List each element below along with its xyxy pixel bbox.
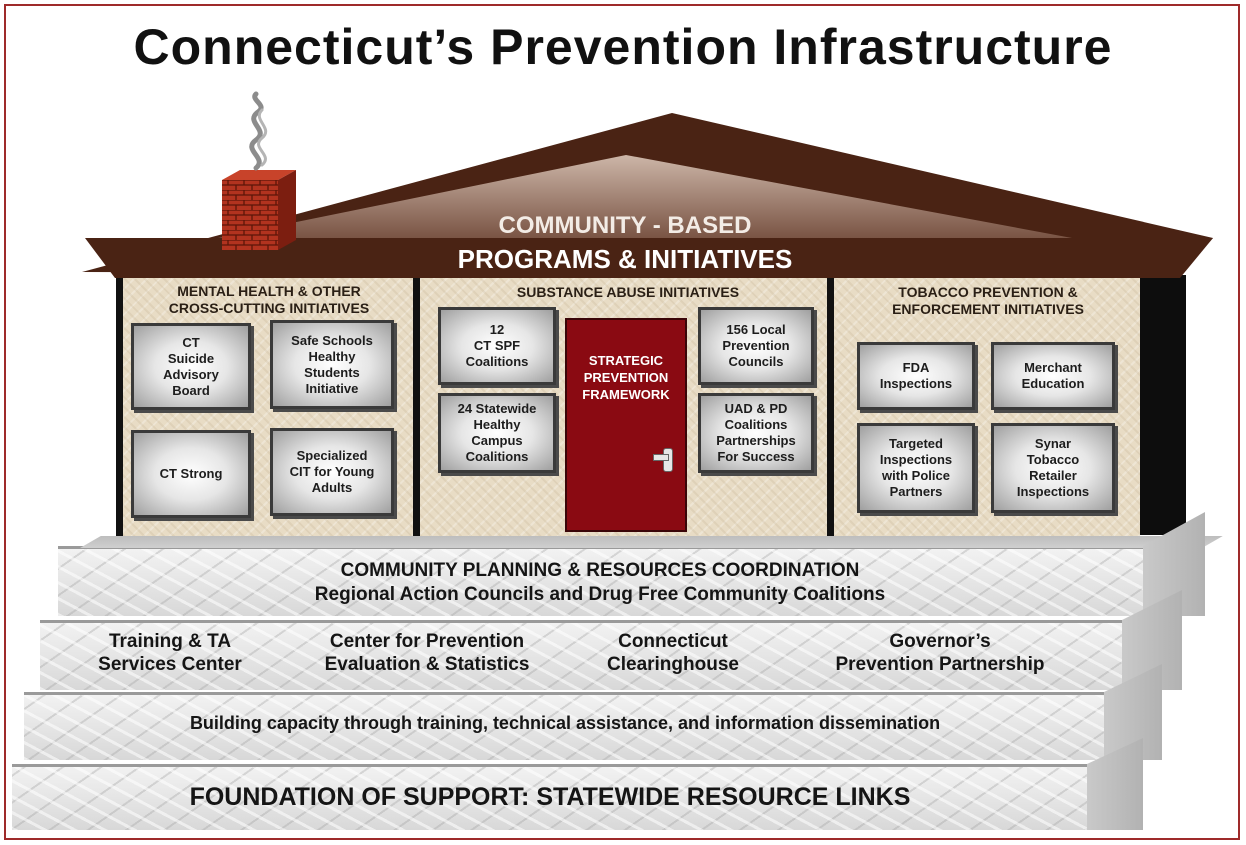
heading-substance-abuse: SUBSTANCE ABUSE INITIATIVES [516,284,740,300]
heading-mental-health: MENTAL HEALTH & OTHER CROSS-CUTTING INIT… [168,283,370,316]
house-side-shadow [1140,275,1186,535]
tile-ct-strong: CT Strong [131,430,251,518]
planning-heading: COMMUNITY PLANNING & RESOURCES COORDINAT… [340,560,860,581]
planning-subheading: Regional Action Councils and Drug Free C… [314,584,886,605]
chimney-top [222,170,296,180]
step-capacity [24,692,1104,760]
door-strategic-prevention-framework: STRATEGIC PREVENTION FRAMEWORK [565,318,687,532]
page-title: Connecticut’s Prevention Infrastructure [133,19,1113,75]
step-services [40,620,1122,690]
roof-gable [218,155,1072,238]
roof-title-line2: PROGRAMS & INITIATIVES [457,244,793,274]
capacity-text: Building capacity through training, tech… [189,713,941,733]
door-label: STRATEGIC PREVENTION FRAMEWORK [582,353,670,402]
chimney-side [278,170,296,250]
foundation-text: FOUNDATION OF SUPPORT: STATEWIDE RESOURC… [189,783,911,811]
roof-eave [85,238,1213,278]
outer-frame [4,4,1240,840]
step-foundation [12,764,1087,830]
smoke [249,91,264,171]
heading-tobacco: TOBACCO PREVENTION & ENFORCEMENT INITIAT… [892,284,1084,317]
step-planning-top [80,536,1223,548]
roof-title-line1: COMMUNITY - BASED [498,212,752,239]
chimney [222,180,278,250]
